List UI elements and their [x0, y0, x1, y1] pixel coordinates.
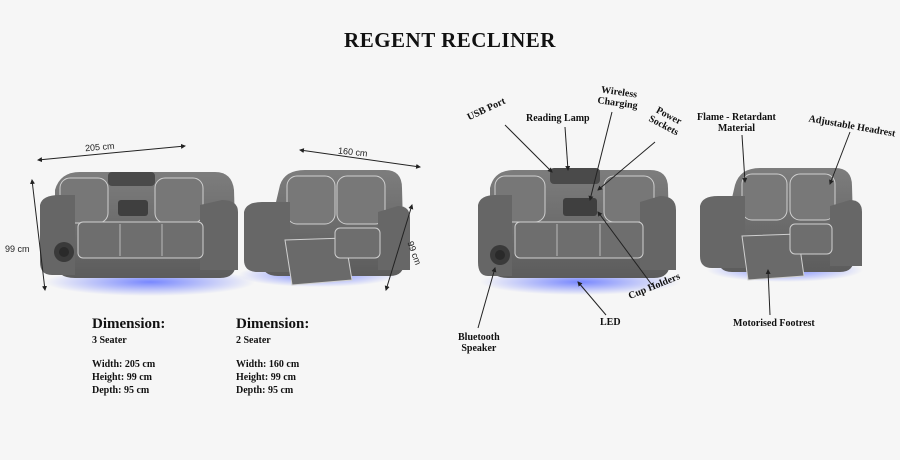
page-title: REGENT RECLINER — [344, 28, 556, 52]
three-seater-height-label: 99 cm — [5, 244, 30, 254]
callout-reading-lamp: Reading Lamp — [526, 113, 590, 124]
callout-led: LED — [600, 317, 621, 328]
spec-depth: Depth: 95 cm — [92, 385, 150, 396]
spec-height: Height: 99 cm — [92, 372, 152, 383]
spec-block-two-seater: Dimension: 2 Seater Width: 160 cm Height… — [236, 316, 309, 397]
spec-seater: 2 Seater — [236, 335, 271, 346]
spec-heading: Dimension: — [236, 316, 310, 332]
spec-block-three-seater: Dimension: 3 Seater Width: 205 cm Height… — [92, 316, 165, 397]
spec-heading: Dimension: — [92, 316, 166, 332]
three-seater-sofa — [40, 172, 255, 296]
spec-height: Height: 99 cm — [236, 372, 296, 383]
two-seater-sofa — [238, 170, 410, 287]
two-seater-feature-view — [700, 168, 863, 282]
three-seater-feature-view — [478, 168, 680, 295]
spec-width: Width: 205 cm — [92, 359, 156, 370]
spec-seater: 3 Seater — [92, 335, 127, 346]
callout-motorised-footrest: Motorised Footrest — [733, 318, 815, 329]
spec-width: Width: 160 cm — [236, 359, 300, 370]
spec-depth: Depth: 95 cm — [236, 385, 294, 396]
callout-flame-retardant: Flame - Retardant Material — [697, 112, 776, 134]
callout-bluetooth-speaker: Bluetooth Speaker — [458, 332, 500, 354]
callout-leader-lines — [477, 111, 851, 329]
